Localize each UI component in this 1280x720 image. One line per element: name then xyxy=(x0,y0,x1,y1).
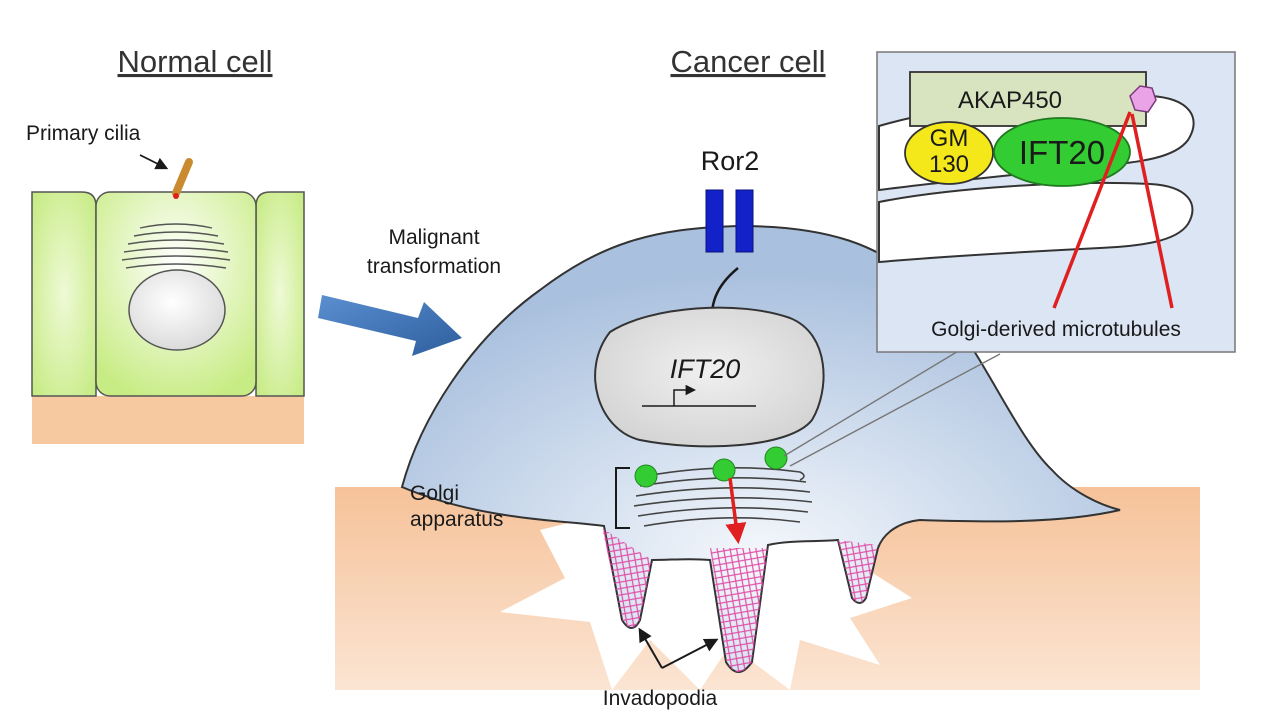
invadopodium-mesh-middle xyxy=(710,548,768,672)
transcription-start-arrow xyxy=(673,384,697,406)
right-neighbor-cell xyxy=(255,191,305,397)
transformation-arrow-icon xyxy=(318,295,462,356)
cancer-cell-panel: Cancer cell Ror2 IFT20 xyxy=(335,44,1200,710)
cancer-cell-title: Cancer cell xyxy=(670,44,825,79)
microtubule-arrow xyxy=(725,477,747,545)
ift20-dot-3 xyxy=(764,446,788,470)
normal-golgi xyxy=(121,223,231,269)
microtubule-label-backdrop xyxy=(886,314,1226,344)
cancer-nucleus xyxy=(594,306,825,448)
normal-nucleus xyxy=(128,269,226,351)
ift20-ellipse xyxy=(993,117,1131,187)
ror2-receptor-left xyxy=(705,189,724,253)
gm130-ellipse xyxy=(904,121,994,185)
microtubule-line-right xyxy=(1130,113,1174,309)
inset-panel: AKAP450 GM 130 IFT20 Golgi-derived micro… xyxy=(876,51,1236,353)
golgi-label-line1: Golgi xyxy=(410,482,459,505)
basal-body-dot xyxy=(173,193,179,199)
malignant-label-line1: Malignant xyxy=(388,226,479,249)
primary-cilium xyxy=(172,158,193,197)
normal-cell-panel: Normal cell Primary cilia xyxy=(26,44,305,444)
degraded-matrix xyxy=(500,505,912,690)
callout-line-top xyxy=(783,349,961,457)
malignant-label-line2: transformation xyxy=(367,255,501,278)
akap450-label: AKAP450 xyxy=(958,87,1062,114)
ift20-inset-label: IFT20 xyxy=(1019,134,1105,171)
primary-cilia-label: Primary cilia xyxy=(26,122,141,145)
left-neighbor-cell xyxy=(31,191,97,397)
invadopodia-label: Invadopodia xyxy=(603,687,718,710)
gm130-label-line1: GM xyxy=(930,125,969,152)
pink-hexagon-icon xyxy=(1129,85,1157,113)
ift20-gene-label: IFT20 xyxy=(670,354,741,384)
ift20-dot-2 xyxy=(712,458,736,482)
microtubule-line-left xyxy=(1052,111,1132,309)
callout-line-bottom xyxy=(789,353,1001,467)
akap450-box xyxy=(909,71,1147,127)
golgi-derived-microtubules-label: Golgi-derived microtubules xyxy=(931,318,1181,341)
primary-cilia-pointer xyxy=(139,154,169,170)
cancer-golgi xyxy=(633,467,813,527)
golgi-label-line2: apparatus xyxy=(410,508,503,531)
malignant-transformation: Malignant transformation xyxy=(318,226,501,356)
ift20-dot-1 xyxy=(634,464,658,488)
normal-cell-title: Normal cell xyxy=(117,44,272,79)
ror2-label: Ror2 xyxy=(701,146,760,176)
gm130-label-line2: 130 xyxy=(929,151,969,178)
invadopodium-mesh-left xyxy=(602,528,652,628)
inset-cisterna-lower xyxy=(878,181,1194,264)
normal-substrate xyxy=(32,396,304,444)
invadopodia-pointer-right xyxy=(661,638,719,669)
invadopodia-pointer-left xyxy=(638,627,663,669)
invadopodium-mesh-right xyxy=(838,540,878,603)
ror2-receptor-right xyxy=(735,189,754,253)
golgi-bracket xyxy=(615,467,630,529)
